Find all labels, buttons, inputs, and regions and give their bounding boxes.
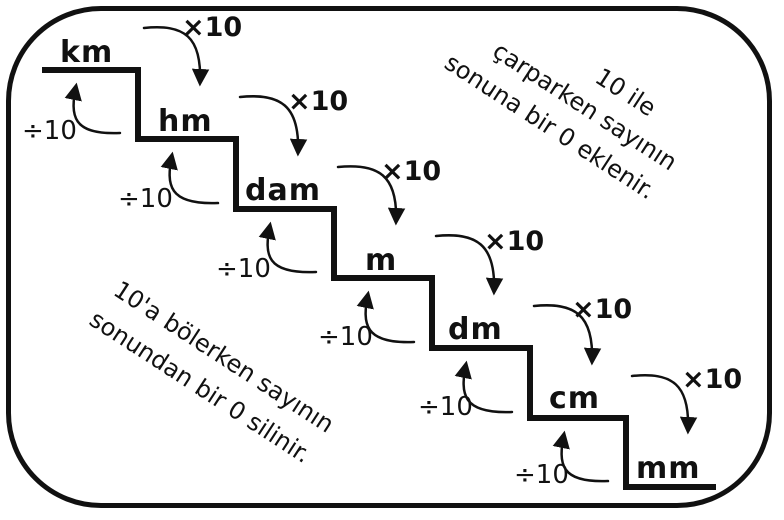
divide-arrow [356,290,416,344]
divide-label: ÷10 [118,184,173,214]
unit-label-m: m [365,243,398,278]
divide-arrow [454,360,514,414]
multiply-arrow [434,234,504,296]
multiply-label: ×10 [682,364,743,395]
rounded-frame [6,6,772,508]
divide-label: ÷10 [22,116,77,146]
multiply-label: ×10 [182,12,243,43]
multiply-arrow [336,165,406,226]
multiply-arrow [532,304,602,366]
staircase-line [42,67,716,490]
divide-label: ÷10 [216,254,271,284]
divide-arrow [160,151,220,205]
unit-label-dam: dam [245,173,321,208]
multiply-label: ×10 [381,156,442,187]
unit-label-km: km [60,35,114,70]
divide-label: ÷10 [318,322,373,352]
unit-label-hm: hm [158,104,213,139]
multiply-arrow [142,26,210,87]
divide-arrow [64,82,122,135]
multiply-label: ×10 [484,226,545,257]
divide-label: ÷10 [514,460,569,490]
multiply-label: ×10 [288,86,349,117]
multiply-arrow [630,374,698,435]
divide-label: ÷10 [418,392,473,422]
divide-arrow [258,221,318,274]
unit-label-mm: mm [636,451,701,486]
multiply-label: ×10 [572,294,633,325]
unit-label-cm: cm [549,381,601,416]
unit-label-dm: dm [448,312,503,347]
divide-arrow [552,430,610,483]
multiply-arrow [238,95,308,157]
